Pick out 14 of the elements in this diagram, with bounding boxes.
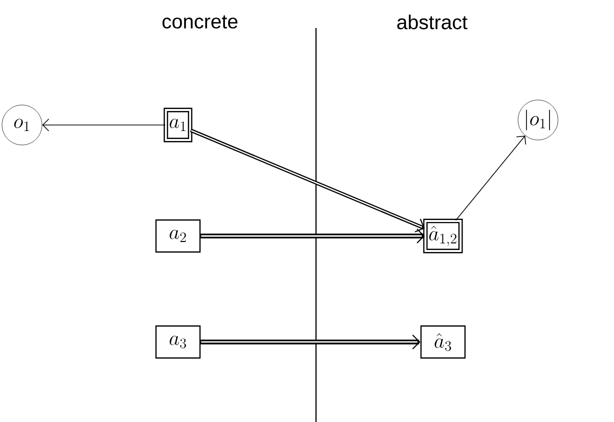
box: $\hat{a}_3$: [420, 325, 466, 359]
box: $a_2$: [155, 219, 201, 253]
arrow: [200, 334, 420, 350]
box: $a_3$: [155, 325, 201, 359]
column-heading: concrete: [162, 15, 238, 29]
circle-node: $o_1$: [2, 104, 42, 146]
circle-node: $|o_1|$: [518, 100, 558, 140]
double-box: $\hat{a}_{1,2}$: [423, 218, 463, 254]
arrow: [200, 228, 425, 244]
arrow: [190, 128, 425, 232]
double-box: $a_1$: [164, 108, 192, 142]
column-heading: abstract: [397, 14, 468, 30]
arrow: [455, 136, 526, 221]
arrow: [42, 118, 166, 132]
